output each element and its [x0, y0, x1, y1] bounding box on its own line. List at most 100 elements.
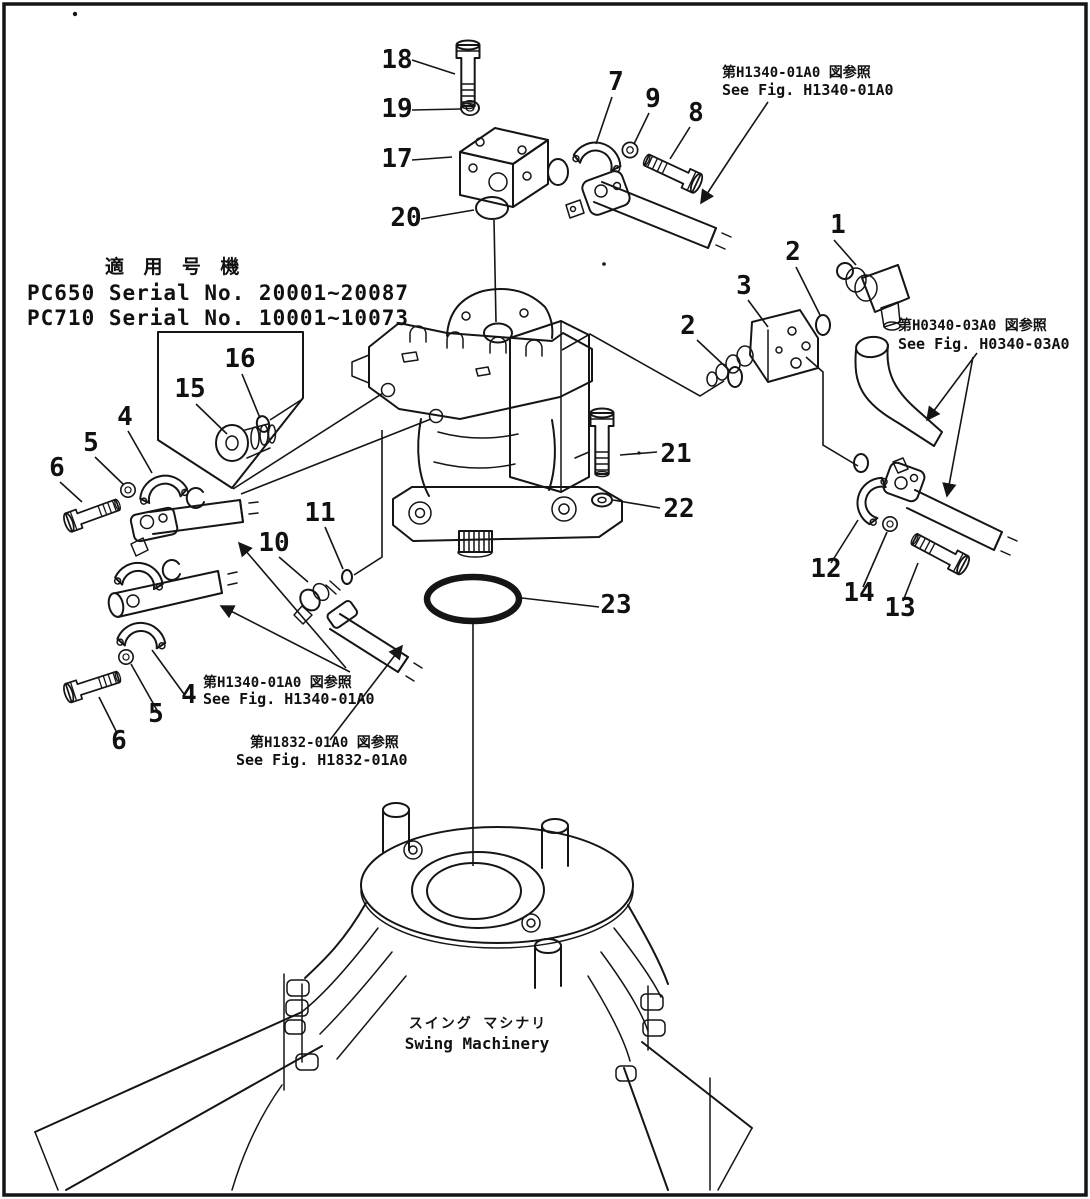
- o-ring-11: [341, 569, 353, 585]
- note-top-right-en: See Fig. H1340-01A0: [722, 81, 894, 99]
- o-ring-2-left: [727, 366, 743, 388]
- o-ring-23: [423, 573, 523, 625]
- valve-3-install-line: [805, 356, 859, 467]
- hose-fitting-top: [565, 170, 732, 250]
- swing-housing: [34, 802, 753, 1191]
- clamp-12: [851, 472, 889, 527]
- elbow-fitting-1: [836, 262, 910, 331]
- hose-assembly-lower-left: [61, 558, 238, 705]
- callout-4-upper: 4: [117, 402, 133, 432]
- header-pc710: PC710 Serial No. 10001~10073: [27, 306, 409, 330]
- note-top-right: 第H1340-01A0 図参照 See Fig. H1340-01A0: [722, 64, 894, 99]
- callout-19: 19: [381, 94, 412, 124]
- o-ring-20: [475, 196, 509, 220]
- bolt-6-upper: [61, 494, 124, 534]
- valve-3: [706, 309, 819, 387]
- port-hole-15: [380, 382, 396, 398]
- component-label: スイング マシナリ Swing Machinery: [405, 1015, 550, 1053]
- bolt-21: [589, 407, 615, 478]
- stud: [382, 802, 569, 989]
- o-ring-11-install-line: [353, 430, 383, 576]
- callout-8: 8: [688, 98, 704, 128]
- reference-dot: [602, 262, 606, 266]
- part-callouts: 18 19 17 20 7 9 8 1 2 3 2 21 22 16 15 4 …: [49, 45, 915, 756]
- component-label-jp: スイング マシナリ: [409, 1015, 547, 1032]
- clamp-4-upper: [135, 470, 190, 506]
- note-top-right-jp: 第H1340-01A0 図参照: [722, 64, 871, 81]
- callout-9: 9: [645, 84, 661, 114]
- swing-motor: [351, 288, 623, 558]
- callout-20: 20: [390, 203, 421, 233]
- note-bottom: 第H1832-01A0 図参照 See Fig. H1832-01A0: [236, 734, 408, 769]
- port-hole-16: [428, 408, 444, 424]
- callout-21: 21: [660, 439, 691, 469]
- note-right: 第H0340-03A0 図参照 See Fig. H0340-03A0: [898, 317, 1070, 353]
- reference-dot: [72, 11, 78, 17]
- callout-18: 18: [381, 45, 412, 75]
- callout-4-lower: 4: [181, 680, 197, 710]
- callout-13: 13: [884, 593, 915, 623]
- note-arrows: [219, 101, 978, 741]
- washer-22: [591, 492, 613, 508]
- note-bottom-left-jp: 第H1340-01A0 図参照: [203, 674, 352, 691]
- clamp-7: [571, 136, 626, 174]
- clamp-4-lower-a: [113, 558, 167, 592]
- o-ring-16: [255, 415, 271, 433]
- elbow-fitting-10: [293, 580, 341, 625]
- note-bottom-en: See Fig. H1832-01A0: [236, 751, 408, 769]
- note-right-jp: 第H0340-03A0 図参照: [898, 317, 1047, 334]
- clamp-4-lower-b: [115, 619, 168, 651]
- washer-9: [621, 141, 639, 159]
- callout-6-upper: 6: [49, 453, 65, 483]
- callout-11: 11: [304, 498, 335, 528]
- snap-ring-lower: [161, 558, 181, 581]
- header-block: 適 用 号 機 PC650 Serial No. 20001~20087 PC7…: [27, 255, 409, 330]
- o-ring-2-upper: [815, 314, 831, 336]
- washer-14: [881, 515, 899, 533]
- callout-7: 7: [608, 67, 624, 97]
- callout-2-upper: 2: [785, 237, 801, 267]
- callout-5-upper: 5: [83, 428, 99, 458]
- callout-22: 22: [663, 494, 694, 524]
- valve-block-17: [459, 127, 549, 208]
- callout-16: 16: [224, 344, 255, 374]
- callout-5-lower: 5: [148, 699, 164, 729]
- hose-bottom: [326, 599, 423, 682]
- bolt-13: [906, 528, 973, 577]
- install-line-16: [240, 418, 432, 495]
- header-machines-jp: 適 用 号 機: [105, 255, 243, 278]
- hose-right-upper: [854, 335, 943, 447]
- note-bottom-left: 第H1340-01A0 図参照 See Fig. H1340-01A0: [203, 674, 375, 708]
- callout-10: 10: [258, 528, 289, 558]
- hose-assembly-upper-left: [61, 470, 259, 557]
- o-ring-16-line: [269, 399, 302, 421]
- note-right-en: See Fig. H0340-03A0: [898, 335, 1070, 353]
- callout-1: 1: [830, 210, 846, 240]
- header-pc650: PC650 Serial No. 20001~20087: [27, 281, 409, 305]
- callout-17: 17: [381, 144, 412, 174]
- plug-15: [215, 423, 277, 462]
- o-ring-20-install-line: [493, 219, 497, 323]
- component-label-en: Swing Machinery: [405, 1034, 550, 1053]
- o-ring-2-install-line: [561, 333, 725, 397]
- bolt-18: [455, 39, 481, 110]
- install-line-15: [232, 392, 384, 490]
- snap-ring-right: [853, 453, 869, 473]
- note-bottom-jp: 第H1832-01A0 図参照: [250, 734, 399, 751]
- hose-fitting-right: [882, 457, 1018, 556]
- callout-box-15-16: [157, 331, 304, 489]
- callout-leaders: [59, 59, 919, 734]
- bolt-6-lower: [61, 666, 124, 705]
- callout-3: 3: [736, 271, 752, 301]
- lock-ring: [547, 158, 569, 186]
- note-bottom-left-en: See Fig. H1340-01A0: [203, 690, 375, 708]
- callout-15: 15: [174, 374, 205, 404]
- callout-12: 12: [810, 554, 841, 584]
- callout-23: 23: [600, 590, 631, 620]
- washer-5-lower: [118, 648, 134, 666]
- callout-6-lower: 6: [111, 726, 127, 756]
- callout-2-left: 2: [680, 311, 696, 341]
